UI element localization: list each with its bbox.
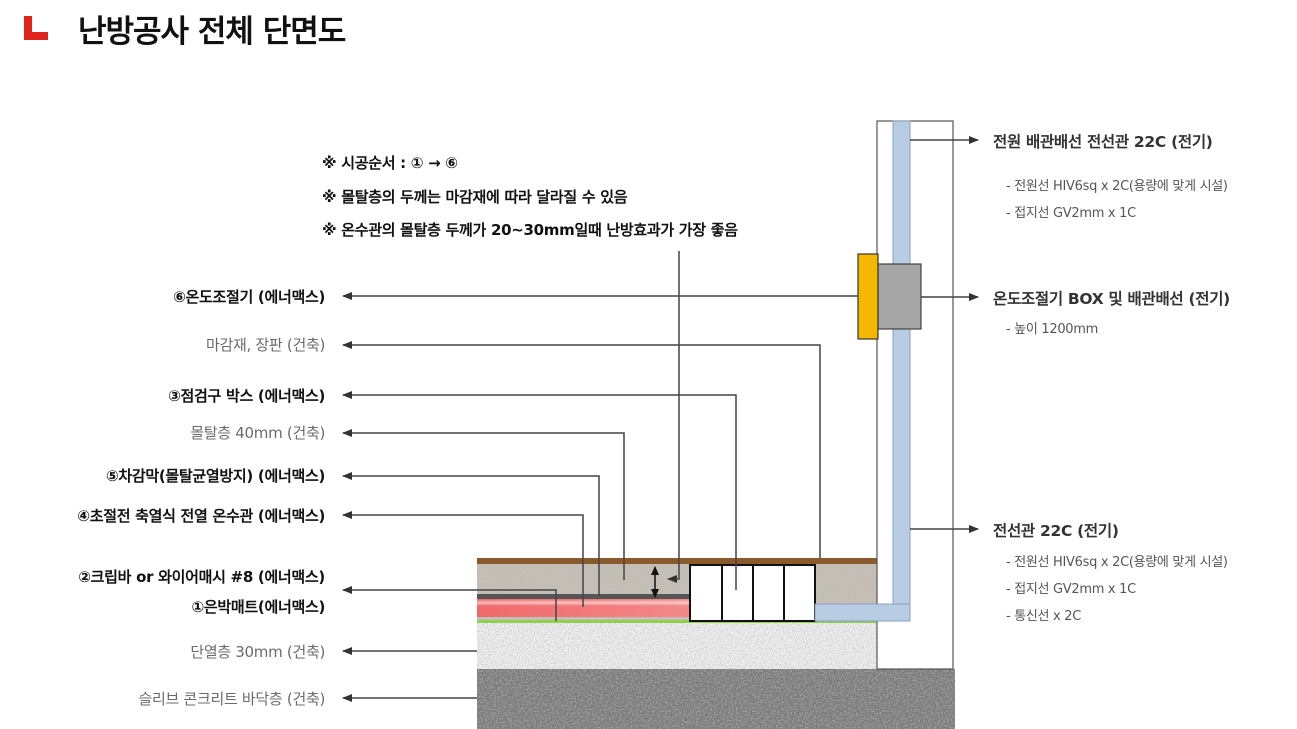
- inspection-box: [689, 564, 816, 622]
- leader-pipe: [342, 511, 584, 607]
- label-mortar-layer: 몰탈층 40mm (건축): [190, 424, 325, 442]
- note-construction-order: ※ 시공순서 : ① → ⑥: [322, 154, 458, 172]
- label-thermostat: ⑥온도조절기 (에너맥스): [173, 288, 325, 306]
- title-bullet-icon: [24, 16, 48, 40]
- label-concrete-slab: 슬리브 콘크리트 바닥층 (건축): [138, 690, 325, 708]
- note-best-efficiency: ※ 온수관의 몰탈층 두께가 20~30mm일때 난방효과가 가장 좋음: [322, 221, 738, 239]
- foil-mat: [477, 620, 877, 623]
- leader-note: [667, 251, 680, 583]
- spec-power-wire: - 전원선 HIV6sq x 2C(용량에 맞게 시설): [1006, 179, 1228, 194]
- conduit-horizontal: [814, 603, 911, 622]
- label-inspection-box: ③점검구 박스 (에너맥스): [168, 387, 325, 405]
- label-barrier-membrane: ⑤차감막(몰탈균열방지) (에너맥스): [105, 467, 325, 485]
- label-power-conduit: 전원 배관배선 전선관 22C (전기): [993, 133, 1213, 151]
- barrier-membrane: [477, 594, 695, 599]
- spec-box-height: - 높이 1200mm: [1006, 322, 1098, 337]
- label-clip-bar-wire-mesh: ②크립바 or 와이어매시 #8 (에너맥스): [78, 568, 325, 586]
- leader-finish: [342, 341, 821, 558]
- wall: [876, 120, 954, 670]
- spec-ground-wire-2: - 접지선 GV2mm x 1C: [1006, 582, 1136, 597]
- thermostat: [857, 253, 879, 340]
- label-insulation-layer: 단열층 30mm (건축): [190, 643, 325, 661]
- conduit-vertical: [892, 120, 911, 622]
- label-foil-mat: ①은박매트(에너맥스): [191, 598, 325, 616]
- label-thermostat-box: 온도조절기 BOX 및 배관배선 (전기): [993, 290, 1230, 308]
- leader-barrier: [342, 472, 600, 596]
- page-title: 난방공사 전체 단면도: [78, 13, 346, 50]
- spec-ground-wire: - 접지선 GV2mm x 1C: [1006, 206, 1136, 221]
- thermostat-box: [877, 263, 922, 330]
- leader-clip-bar: [342, 586, 557, 621]
- leader-mortar: [342, 429, 625, 580]
- title-bar: 난방공사 전체 단면도: [24, 6, 346, 50]
- label-hot-water-pipe: ④초절전 축열식 전열 온수관 (에너맥스): [77, 507, 325, 525]
- note-mortar-thickness: ※ 몰탈층의 두께는 마감재에 따라 달라질 수 있음: [322, 188, 628, 206]
- finish-flooring: [477, 558, 877, 564]
- label-conduit-22c: 전선관 22C (전기): [993, 522, 1119, 540]
- spec-power-wire-2: - 전원선 HIV6sq x 2C(용량에 맞게 시설): [1006, 555, 1228, 570]
- leader-inspection-box: [342, 391, 737, 590]
- spec-comm-wire: - 통신선 x 2C: [1006, 609, 1082, 624]
- label-finish-flooring: 마감재, 장판 (건축): [205, 336, 325, 354]
